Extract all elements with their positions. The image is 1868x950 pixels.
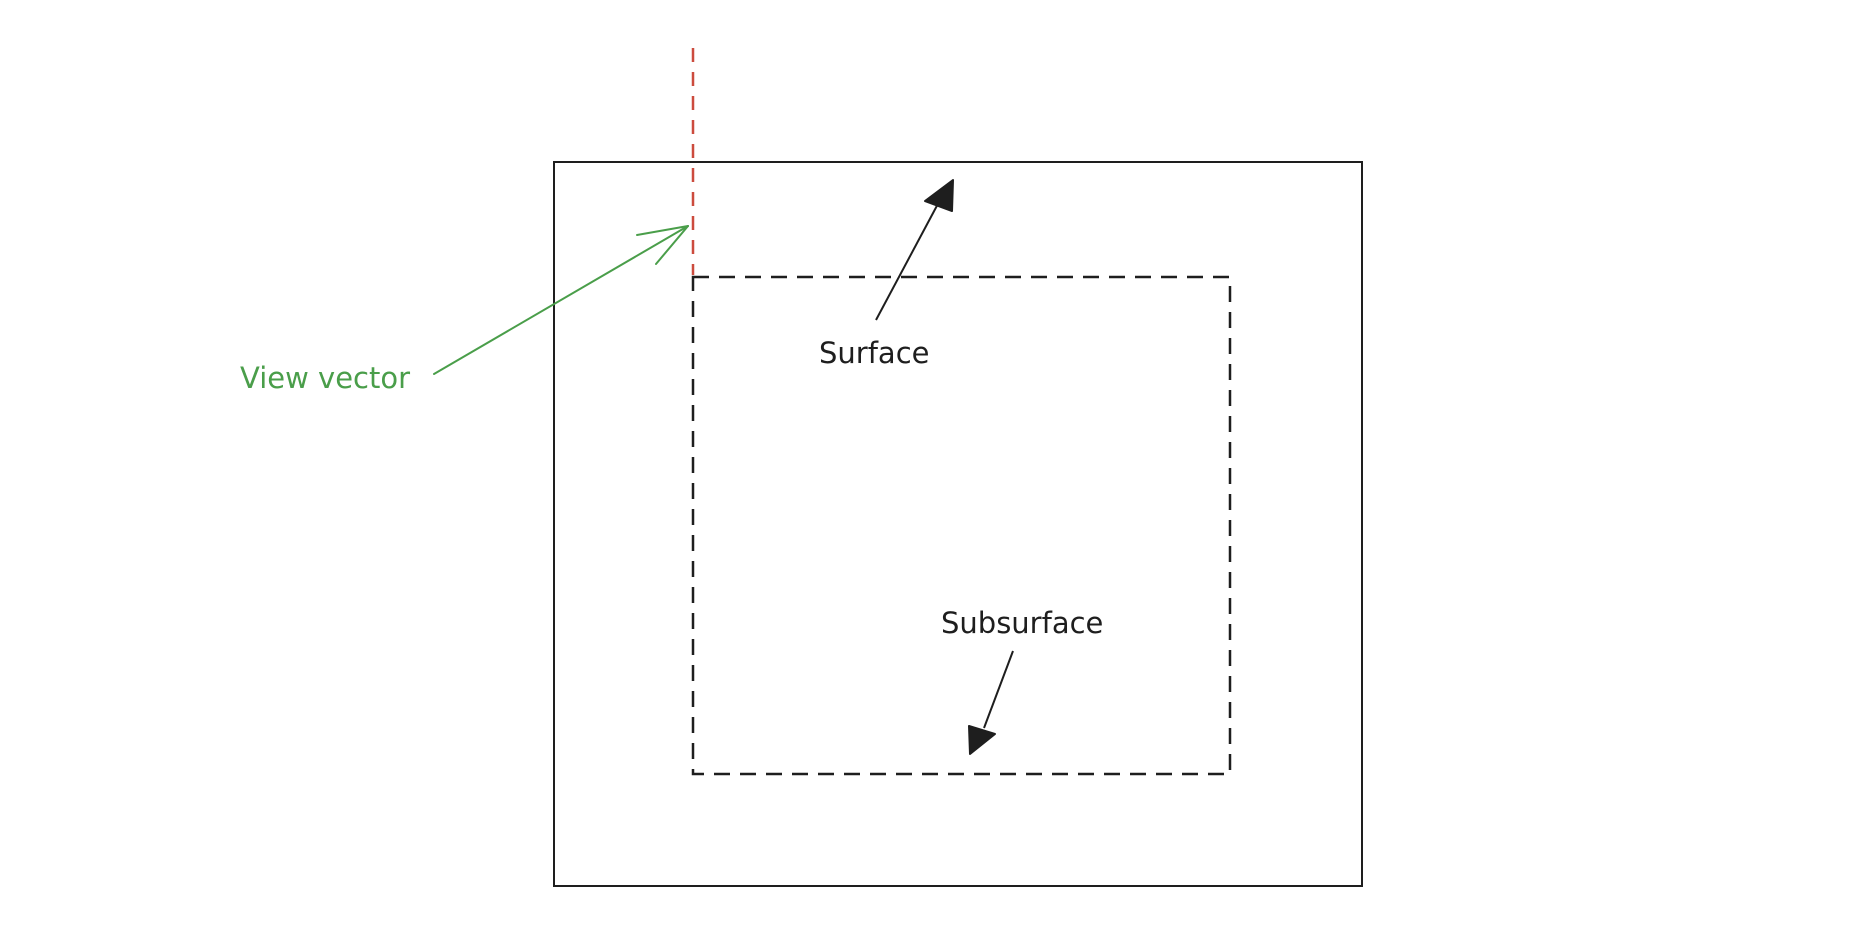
- subsurface-label: Subsurface: [941, 606, 1103, 640]
- view-vector-arrow: [433, 225, 689, 375]
- view-vector-label: View vector: [240, 361, 410, 395]
- inner-dashed-box: [691, 275, 1232, 776]
- outer-box: [553, 161, 1363, 887]
- surface-arrow: [875, 179, 954, 321]
- surface-label: Surface: [819, 336, 929, 370]
- subsurface-arrow: [968, 650, 1014, 755]
